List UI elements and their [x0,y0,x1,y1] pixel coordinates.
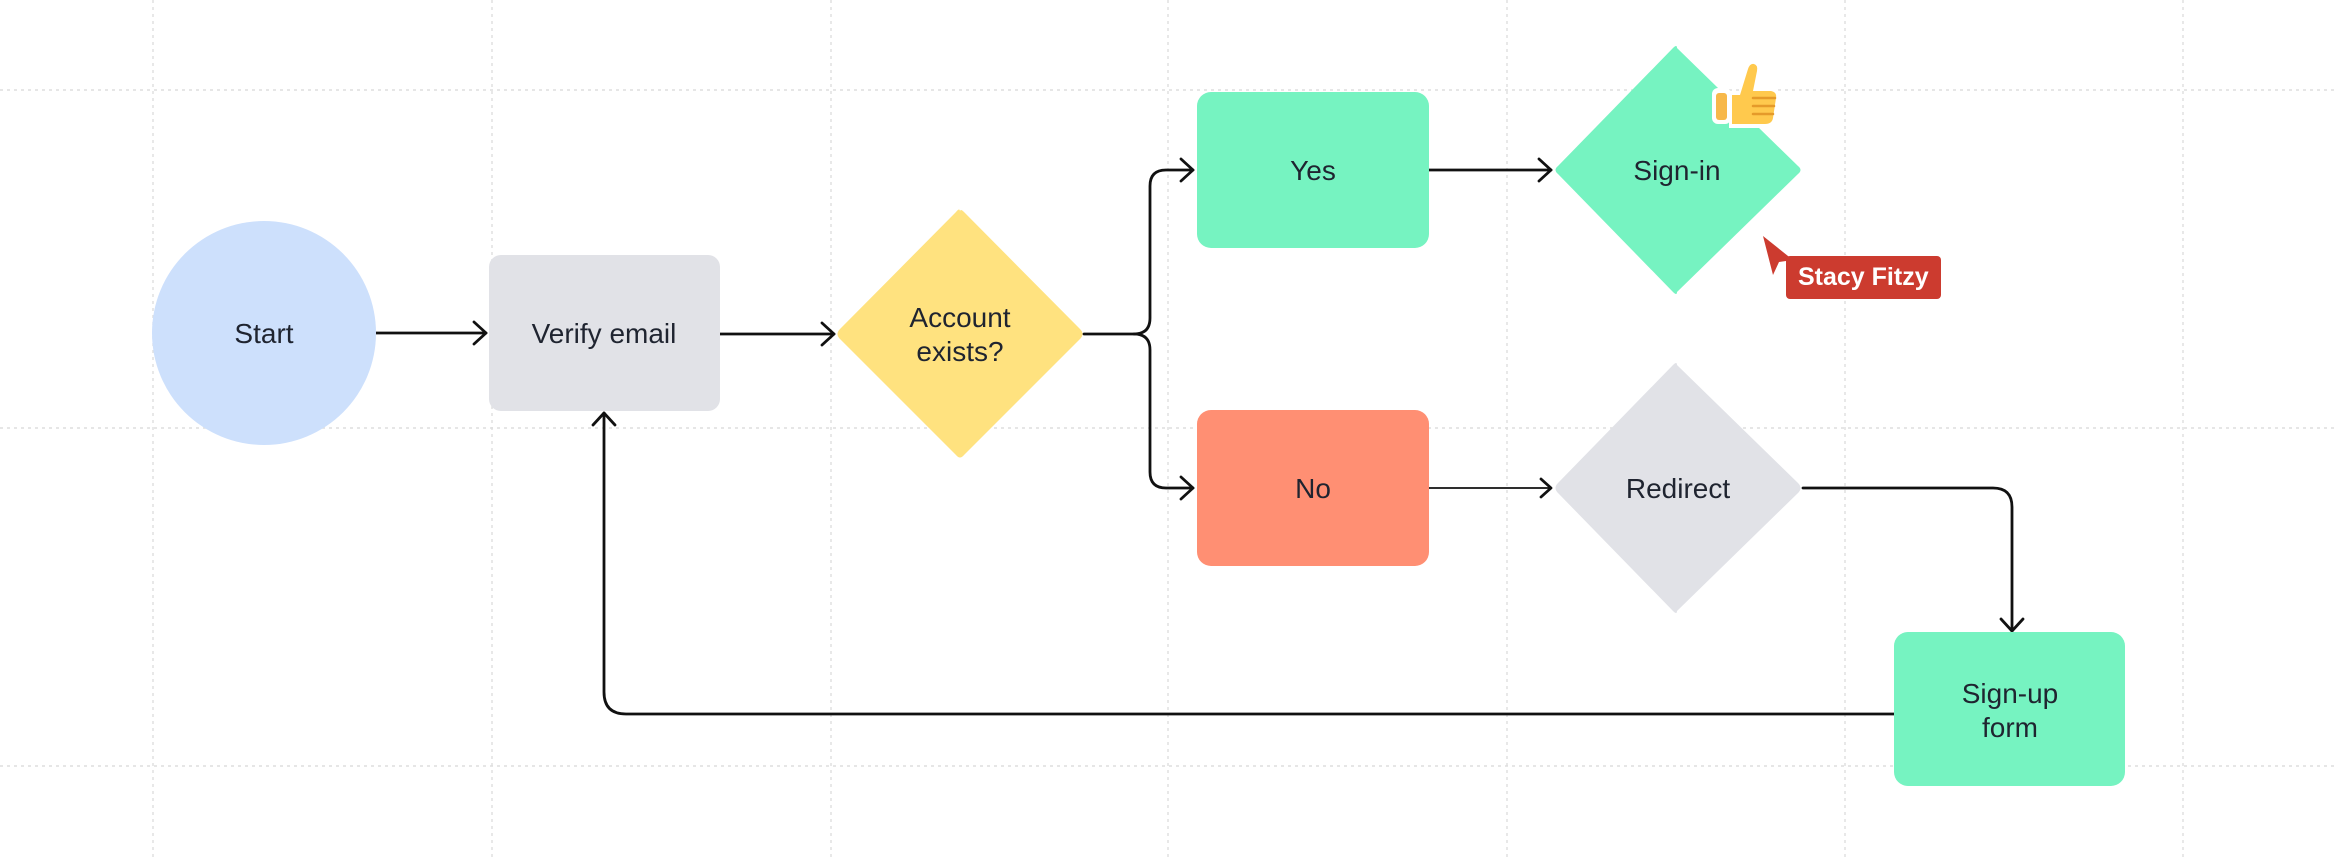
node-account-exists-label-line1: Account [909,302,1010,333]
connector-sign-up-form-to-verify-email[interactable] [591,411,1896,716]
connector-no-to-redirect[interactable] [1428,477,1553,499]
node-no-label: No [1295,473,1331,504]
connector-yes-to-sign-in[interactable] [1427,157,1553,183]
node-sign-in[interactable]: Sign-in [1555,46,1801,294]
node-sign-up-form-label-line1: Sign-up [1962,678,2059,709]
node-sign-up-form[interactable]: Sign-up form [1894,632,2125,786]
cursor-arrow-icon [1763,236,1793,275]
node-redirect-label: Redirect [1626,473,1730,504]
node-verify-email-label: Verify email [532,318,677,349]
node-redirect[interactable]: Redirect [1555,363,1801,613]
node-account-exists[interactable]: Account exists? [837,209,1083,458]
collaborator-cursor-label: Stacy Fitzy [1786,256,1941,299]
connector-account-exists-to-no[interactable] [1132,332,1195,501]
thumbs-up-icon [1712,59,1781,128]
connector-verify-email-to-account-exists[interactable] [718,321,836,347]
node-yes-label: Yes [1290,155,1336,186]
node-start-label: Start [234,318,293,349]
connector-account-exists-to-yes[interactable] [1082,157,1195,336]
node-no[interactable]: No [1197,410,1429,566]
node-sign-in-label: Sign-in [1633,155,1720,186]
node-account-exists-label-line2: exists? [916,336,1003,367]
node-yes[interactable]: Yes [1197,92,1429,248]
node-sign-up-form-label-line2: form [1982,712,2038,743]
node-start[interactable]: Start [152,221,376,445]
connector-redirect-to-sign-up-form[interactable] [1801,486,2025,633]
connector-start-to-verify-email[interactable] [374,320,488,346]
node-verify-email[interactable]: Verify email [489,255,720,411]
connectors [374,157,2025,716]
